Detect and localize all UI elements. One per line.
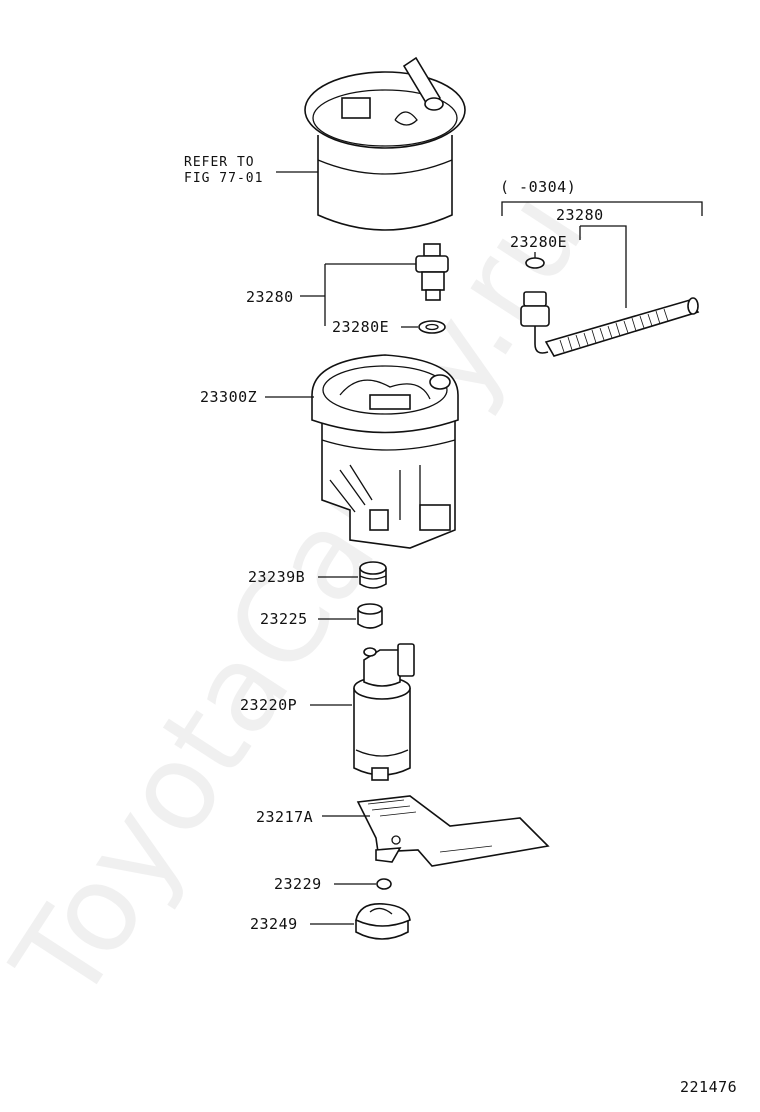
part-label-23280[interactable]: 23280 <box>246 288 294 306</box>
leader-23280 <box>300 263 416 326</box>
o-ring-illustration <box>418 320 446 334</box>
bracket-o-ring-illustration <box>525 257 545 269</box>
fuel-filter-illustration <box>304 56 466 231</box>
part-label-23239B[interactable]: 23239B <box>248 568 305 586</box>
cushion-rubber-illustration <box>359 561 387 589</box>
part-label-23249[interactable]: 23249 <box>250 915 298 933</box>
fuel-pressure-regulator-illustration <box>415 243 449 301</box>
bracket-range-note: ( -0304) <box>500 178 576 196</box>
watermark-text: ToyotaCamry.ru <box>0 168 612 1026</box>
part-label-23225[interactable]: 23225 <box>260 610 308 628</box>
retainer-illustration <box>355 903 411 940</box>
fuel-pump-illustration <box>353 643 415 781</box>
fuel-pump-housing-illustration <box>311 354 459 549</box>
figure-number: 221476 <box>680 1078 737 1096</box>
fuel-suction-filter-illustration <box>356 795 550 867</box>
bracket-part-label-23280E[interactable]: 23280E <box>510 233 567 251</box>
part-label-23280E[interactable]: 23280E <box>332 318 389 336</box>
part-label-23220P[interactable]: 23220P <box>240 696 297 714</box>
bracket-part-label-23280[interactable]: 23280 <box>556 206 604 224</box>
refer-note-line2: FIG 77-01 <box>184 171 263 186</box>
regulator-hose-illustration <box>520 291 700 357</box>
bracket-leader <box>579 225 627 308</box>
bracket-line <box>501 201 703 216</box>
part-label-23217A[interactable]: 23217A <box>256 808 313 826</box>
part-label-23300Z[interactable]: 23300Z <box>200 388 257 406</box>
refer-note-line1: REFER TO <box>184 155 255 170</box>
clamp-illustration <box>357 603 383 629</box>
part-label-23229[interactable]: 23229 <box>274 875 322 893</box>
clip-illustration <box>376 878 392 890</box>
